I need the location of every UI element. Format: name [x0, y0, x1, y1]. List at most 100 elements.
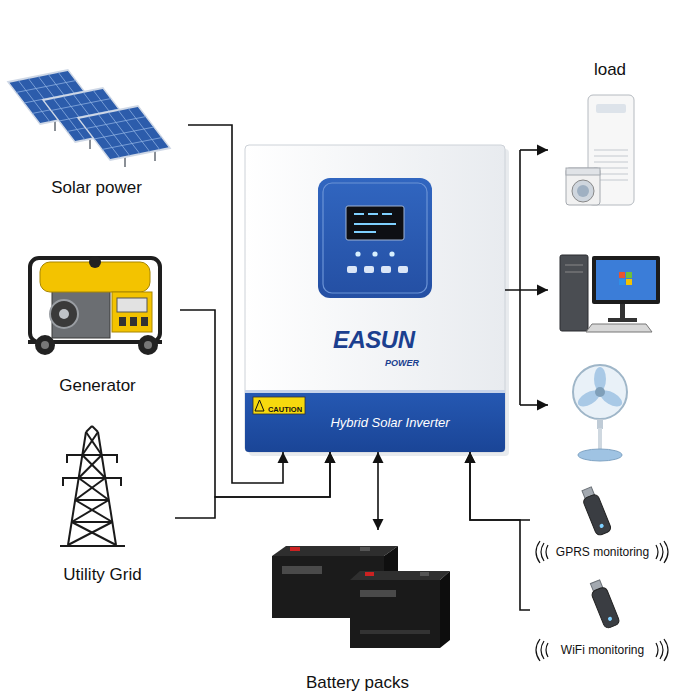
generator-illustration-part: [112, 292, 152, 332]
computer-illustration-part: [596, 260, 656, 300]
generator-illustration-part: [144, 341, 152, 349]
caption-text: Solar power: [51, 178, 142, 198]
solar-panel-illustration-part-part: [124, 157, 126, 167]
battery-illustration-part: [282, 566, 322, 574]
power-pylon-illustration-part: [75, 478, 105, 500]
solar-panel-illustration-part-part-part: [51, 99, 111, 111]
signal-wave-symbol-part: [656, 545, 658, 559]
power-pylon-illustration-part: [68, 522, 112, 545]
power-pylon-illustration-part: [60, 545, 125, 547]
inverter-housing-part-part: [354, 223, 396, 225]
generator-illustration: [28, 256, 162, 355]
inverter-housing-part-part: [368, 213, 378, 215]
source-caption-box: Generator: [15, 240, 180, 398]
fan-illustration-part: [598, 428, 602, 450]
computer-illustration-part: [619, 272, 625, 278]
computer-illustration: [560, 255, 660, 332]
generator-illustration-part: [119, 317, 126, 326]
computer-illustration-part: [626, 279, 632, 285]
inverter-housing-part: [245, 390, 505, 393]
power-pylon-illustration-part: [120, 478, 122, 486]
logo-sub: POWER: [385, 358, 419, 368]
connector-arrow: [377, 452, 379, 530]
battery-caption-box: Battery packs: [265, 530, 450, 695]
generator-illustration-part: [89, 256, 101, 268]
signal-wave-symbol-part: [664, 541, 668, 563]
power-pylon-illustration-part: [72, 521, 113, 523]
logo: EASUN: [333, 328, 415, 352]
power-pylon-illustration-part: [86, 432, 102, 455]
solar-panel-illustration-part-part: [78, 106, 170, 160]
washing-machine-illustration-part: [566, 168, 600, 205]
power-pylon-illustration-part: [62, 478, 64, 486]
battery-illustration-part: [365, 572, 374, 576]
computer-illustration-part: [626, 272, 632, 278]
load-branch-wire: [520, 150, 548, 405]
solar-panel-illustration-part: [78, 106, 170, 160]
air-conditioner-illustration-part-part: [594, 156, 628, 157]
caption-text: Generator: [59, 376, 136, 396]
inverter-housing: [245, 145, 509, 456]
air-conditioner-illustration-part: [596, 104, 626, 113]
air-conditioner-illustration-part-part: [594, 150, 628, 151]
generator-illustration-part: [41, 341, 49, 349]
power-pylon-illustration-part: [82, 432, 98, 455]
gprs-dongle-illustration-part: [599, 523, 604, 528]
battery-illustration-part: [350, 580, 440, 648]
inverter-housing-part: [245, 145, 505, 452]
load-branch-wire-part: [520, 149, 548, 151]
air-conditioner-illustration-part-part: [594, 162, 628, 163]
generator-illustration-part: [141, 317, 148, 326]
wifi-dongle-illustration: [588, 579, 621, 629]
monitor-caption-box: GPRS monitoring: [530, 480, 675, 562]
generator-illustration-part: [35, 335, 55, 355]
inverter-housing-part: [389, 251, 394, 256]
power-pylon-illustration-part: [82, 455, 105, 478]
fan-illustration: [573, 365, 627, 461]
battery-illustration-part: [290, 547, 300, 551]
solar-panel-illustration-part-part-part: [16, 81, 76, 93]
wifi-dongle-illustration-part: [591, 586, 621, 629]
washing-machine-illustration: [566, 168, 600, 205]
power-pylon-illustration-part: [72, 500, 109, 522]
connector-arrow: [188, 125, 283, 483]
battery-illustration-part: [360, 547, 370, 551]
load-group-box: load: [548, 52, 672, 470]
generator-illustration-part: [50, 300, 78, 328]
inverter-housing-part-part: [364, 266, 374, 273]
load-branch-wire-part: [519, 150, 521, 405]
computer-illustration-part: [620, 304, 625, 318]
generator-illustration-part: [52, 290, 110, 338]
signal-wave-symbol-part: [660, 641, 663, 659]
caution-label: CAUTION: [268, 403, 302, 417]
battery-illustration-part: [272, 546, 398, 556]
power-pylon-illustration-part: [79, 455, 102, 478]
inverter-housing-part: [255, 400, 264, 411]
inverter-housing-part-part: [382, 213, 392, 215]
connector-arrow: [470, 452, 530, 610]
solar-panel-illustration-part-part-part: [102, 138, 162, 150]
solar-panel-illustration: [8, 70, 170, 167]
caption-text: Battery packs: [306, 673, 409, 693]
generator-illustration-part: [59, 309, 69, 319]
signal-wave-symbol-part: [546, 545, 548, 559]
inverter-housing-part: [355, 251, 360, 256]
monitor-caption-box: WiFi monitoring: [530, 570, 675, 660]
fan-illustration-part: [573, 365, 627, 419]
signal-wave-symbol-part: [536, 639, 540, 661]
load-branch-wire-part: [520, 404, 548, 406]
power-pylon-illustration-part: [86, 426, 92, 432]
solar-panel-illustration-part-part-part: [86, 117, 146, 129]
generator-illustration-part: [130, 317, 137, 326]
source-caption-box: Utility Grid: [30, 425, 175, 587]
inverter-housing-part: [346, 206, 404, 240]
battery-illustration-part: [350, 571, 450, 580]
signal-wave-symbol-part: [536, 541, 540, 563]
computer-illustration-part: [565, 272, 583, 273]
source-caption-box: Solar power: [5, 60, 188, 200]
inverter-housing-part: [347, 266, 408, 273]
battery-illustration-part: [360, 590, 396, 597]
generator-illustration-part: [117, 298, 147, 312]
fan-illustration-part: [578, 449, 622, 461]
gprs-dongle-illustration: [579, 486, 612, 536]
